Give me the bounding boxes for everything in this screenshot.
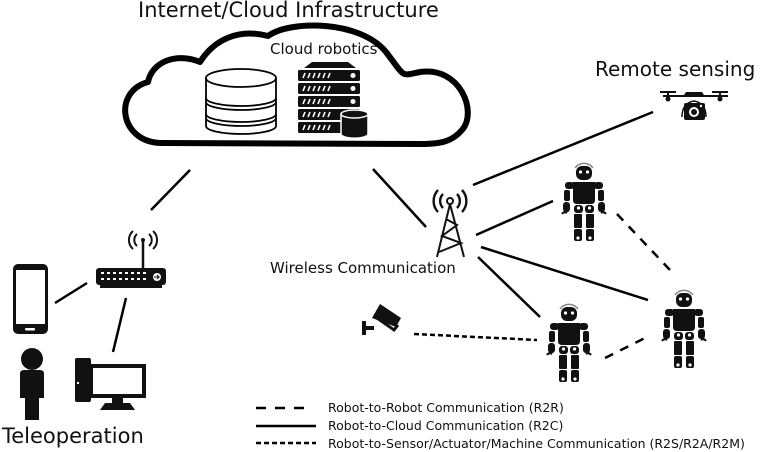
remote-sensing-label: Remote sensing: [595, 57, 756, 81]
person-icon: [20, 348, 44, 420]
smartphone-icon: [13, 264, 48, 334]
wifi-router-icon: [96, 230, 166, 288]
edge-router-computer: [111, 297, 128, 353]
desktop-computer-icon: [75, 358, 146, 410]
legend-label-r2s: Robot-to-Sensor/Actuator/Machine Communi…: [328, 436, 745, 451]
edge-robot2-robot3: [604, 334, 650, 360]
humanoid-robot-icon: [561, 162, 607, 242]
edge-router-phone: [54, 281, 88, 305]
radio-tower-icon: [432, 189, 468, 258]
edges: [54, 110, 671, 360]
humanoid-robot-icon: [546, 303, 592, 383]
edge-cloud-router: [150, 169, 191, 211]
edge-camera-robot2: [413, 332, 538, 342]
humanoid-robot-icon: [661, 289, 707, 369]
legend-label-r2c: Robot-to-Cloud Communication (R2C): [328, 418, 564, 433]
cloud-infrastructure-label: Internet/Cloud Infrastructure: [138, 0, 439, 22]
teleoperation-label: Teleoperation: [2, 424, 144, 448]
security-camera-icon: [362, 304, 401, 335]
edge-tower-robot1: [475, 199, 554, 237]
edge-tower-robot3: [480, 245, 649, 302]
legend: [256, 406, 316, 445]
camera-drone-icon: [660, 91, 728, 120]
edge-cloud-tower: [372, 168, 427, 228]
legend-label-r2r: Robot-to-Robot Communication (R2R): [328, 400, 564, 415]
database-icon: [205, 68, 277, 135]
edge-robot1-robot3: [616, 213, 671, 271]
edge-tower-robot2: [477, 256, 541, 318]
wireless-communication-label: Wireless Communication: [270, 259, 456, 277]
server-rack-icon: [298, 62, 369, 139]
edge-tower-drone: [472, 110, 654, 187]
cloud-robotics-label: Cloud robotics: [270, 40, 378, 58]
